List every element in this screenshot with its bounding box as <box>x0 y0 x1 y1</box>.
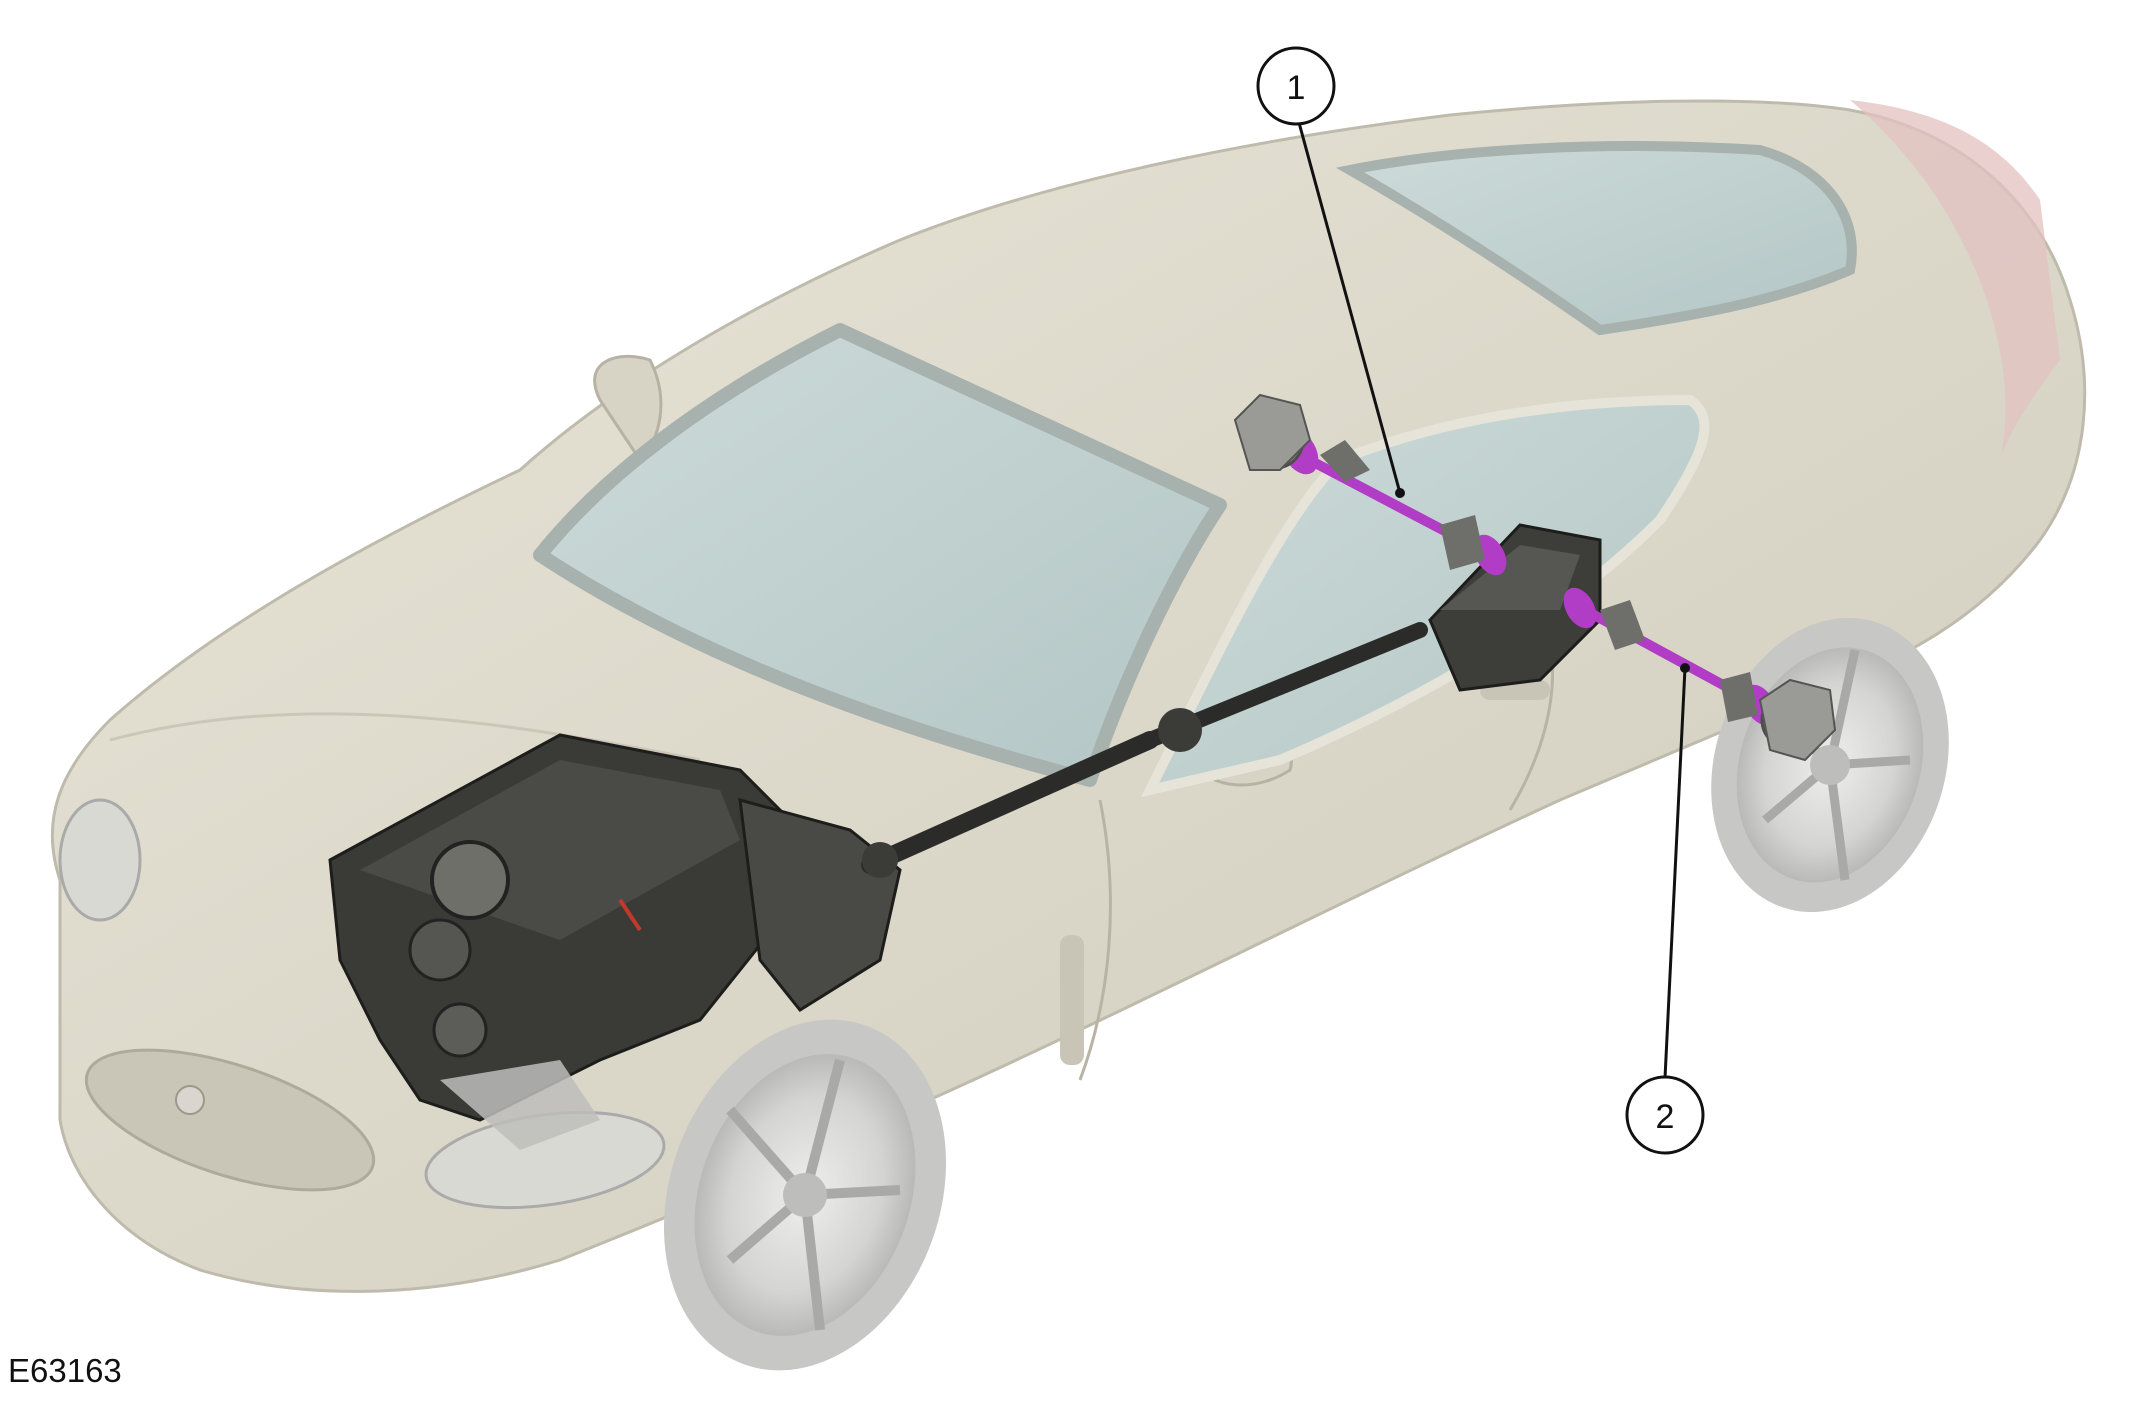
tail-light <box>1850 100 2060 460</box>
badge <box>175 1085 205 1115</box>
callout-leader-line <box>1663 667 1687 1079</box>
callout-number: 2 <box>1656 1098 1675 1136</box>
callout-number: 1 <box>1287 69 1306 107</box>
windshield <box>533 323 1227 787</box>
callout-leader-line <box>1296 118 1402 494</box>
windows <box>533 141 1857 798</box>
figure-id: E63163 <box>8 1352 122 1389</box>
callout-1: 1 <box>1256 46 1405 498</box>
callout-circle <box>1256 46 1336 126</box>
door-handle-shape <box>1060 935 1084 1065</box>
propeller-shaft <box>861 622 1428 878</box>
front-wheel <box>663 1019 947 1371</box>
left-halfshaft <box>1233 393 1507 576</box>
headlight <box>58 798 142 922</box>
right-halfshaft <box>1563 587 1837 762</box>
callout-anchor-dot <box>1395 488 1405 498</box>
rear-window <box>1335 141 1857 336</box>
callout-anchor-dot <box>1680 663 1690 673</box>
rear-wheel <box>1711 617 1949 913</box>
callout-2: 2 <box>1625 663 1705 1155</box>
callout-circle <box>1625 1075 1705 1155</box>
engine-assembly <box>328 733 902 1150</box>
grille <box>84 1048 376 1192</box>
